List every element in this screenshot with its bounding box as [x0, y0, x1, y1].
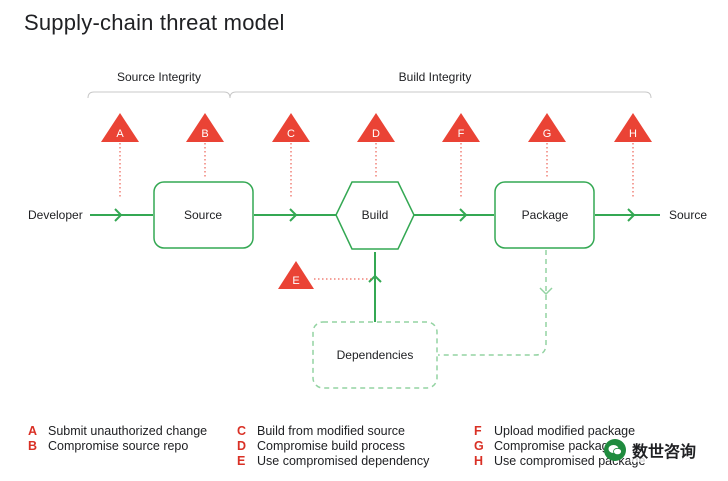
dependencies-label: Dependencies — [336, 348, 414, 362]
source-box-label: Source — [183, 208, 223, 222]
build-hexagon — [335, 181, 415, 250]
threat-e-icon — [278, 261, 314, 289]
threat-b-icon — [186, 113, 224, 142]
source-box — [153, 181, 254, 249]
threat-a-icon — [101, 113, 139, 142]
page-title: Supply-chain threat model — [24, 10, 285, 35]
threat-diagram: A B C D F G H E — [87, 91, 660, 389]
source-integrity-bracket — [87, 91, 231, 99]
developer-label: Developer — [28, 208, 83, 222]
package-box — [494, 181, 595, 249]
build-integrity-bracket — [229, 91, 652, 99]
threat-c-label: C — [287, 128, 295, 140]
flow-arrows — [114, 208, 636, 283]
build-integrity-label: Build Integrity — [398, 70, 472, 84]
threat-h-label: H — [629, 128, 637, 140]
threat-f-icon — [442, 113, 480, 142]
threat-a-label: A — [116, 128, 124, 140]
threat-g-icon — [528, 113, 566, 142]
watermark: 数世咨询 — [604, 436, 699, 464]
threat-connectors — [119, 143, 634, 280]
wechat-logo-icon — [604, 439, 626, 461]
threat-e-label: E — [292, 275, 299, 287]
source-integrity-label: Source Integrity — [116, 70, 202, 84]
package-label: Package — [521, 208, 569, 222]
threat-d-icon — [357, 113, 395, 142]
dependencies-box — [312, 321, 438, 389]
source-end-label: Source — [669, 208, 708, 222]
build-label: Build — [361, 208, 389, 222]
threat-g-label: G — [543, 128, 552, 140]
package-to-dependencies-dashed — [438, 250, 547, 356]
threat-f-label: F — [458, 128, 465, 140]
threat-d-label: D — [372, 128, 380, 140]
threat-c-icon — [272, 113, 310, 142]
watermark-text: 数世咨询 — [630, 438, 699, 462]
threat-h-icon — [614, 113, 652, 142]
threat-b-label: B — [201, 128, 208, 140]
